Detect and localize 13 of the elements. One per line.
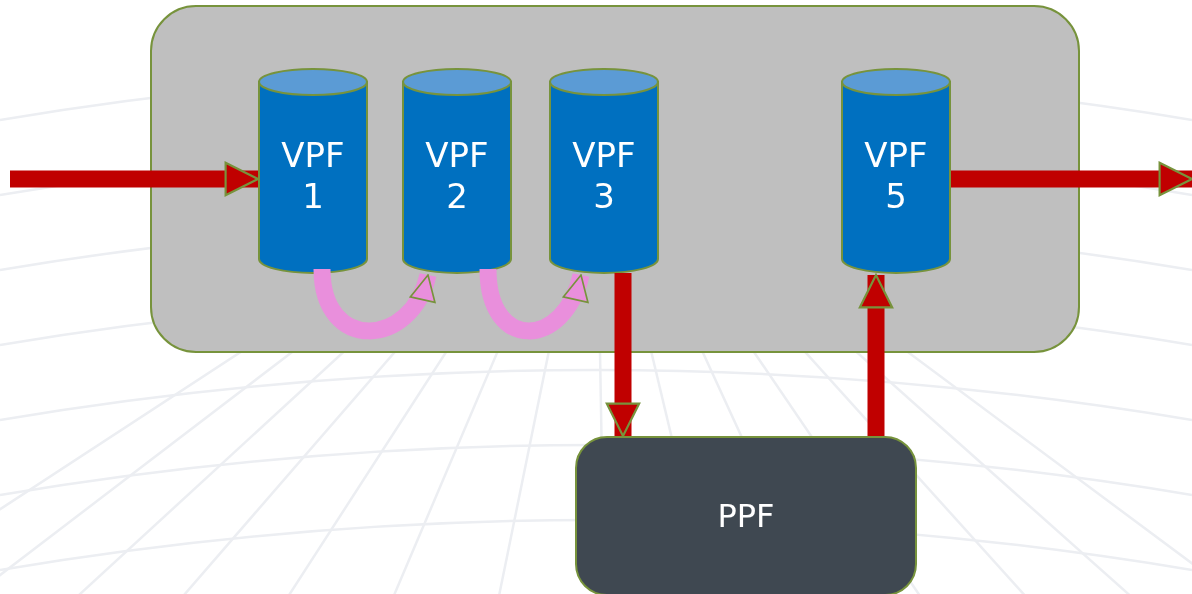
arrow — [858, 273, 894, 436]
node-label: PPF — [716, 496, 776, 536]
arrow — [479, 268, 590, 340]
node-label: VPF 5 — [863, 134, 929, 217]
arrow — [313, 268, 437, 340]
process-box — [575, 436, 917, 594]
node-label: VPF 2 — [424, 134, 490, 217]
node-label: VPF 3 — [571, 134, 637, 217]
node-label: VPF 1 — [280, 134, 346, 217]
group-panel — [150, 5, 1080, 353]
arrow — [951, 161, 1192, 197]
arrow — [605, 273, 641, 438]
arrow — [10, 161, 260, 197]
